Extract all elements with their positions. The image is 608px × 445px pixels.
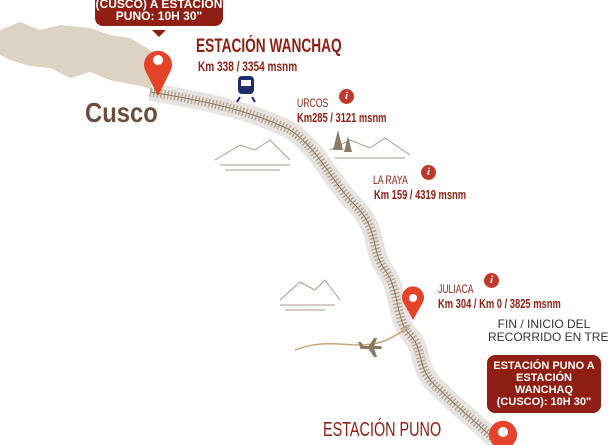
station-urcos-name: URCOS (297, 96, 329, 110)
station-juliaca-name: JULIACA (438, 282, 474, 296)
cusco-region (0, 22, 170, 90)
bubble-line: PUNO: 10H 30" (115, 9, 203, 23)
station-wanchaq-name: ESTACIÓN WANCHAQ (196, 36, 342, 57)
end-duration-bubble: ESTACIÓN PUNO A ESTACIÓN WANCHAQ (CUSCO)… (487, 355, 601, 413)
mountains-icon (214, 137, 411, 311)
station-wanchaq-detail: Km 338 / 3354 msnm (198, 58, 298, 74)
end-note-line: RECORRIDO EN TREN (488, 330, 608, 344)
bubble-line: ESTACIÓN WANCHAQ (514, 372, 574, 396)
station-juliaca-detail: Km 304 / Km 0 / 3825 msnm (438, 296, 561, 311)
trees-icon (333, 130, 352, 152)
city-label: Cusco (85, 97, 158, 128)
train-icon (236, 76, 256, 103)
bubble-line: ESTACIÓN PUNO A (493, 360, 595, 372)
pin-juliaca-icon (402, 286, 424, 320)
railway-rails (149, 91, 501, 445)
end-note: FIN / INICIO DEL RECORRIDO EN TREN (488, 317, 608, 344)
end-note-line: FIN / INICIO DEL (497, 317, 591, 331)
start-duration-bubble: (CUSCO) A ESTACIÓN PUNO: 10H 30" (95, 0, 223, 26)
bubble-pointer (152, 30, 166, 44)
airplane-icon (358, 338, 382, 357)
station-la-raya-detail: Km 159 / 4319 msnm (374, 187, 467, 202)
railway-track (149, 87, 504, 445)
bubble-line: (CUSCO) A ESTACIÓN (95, 0, 223, 11)
station-la-raya-name: LA RAYA (373, 173, 408, 187)
flight-path (294, 324, 411, 351)
bubble-line: (CUSCO): 10H 30" (496, 396, 592, 408)
info-urcos-icon[interactable]: i (339, 89, 354, 104)
pin-puno-icon (489, 420, 517, 445)
pin-cusco-icon (144, 50, 173, 96)
info-la-raya-icon[interactable]: i (421, 165, 436, 180)
station-puno-name: ESTACIÓN PUNO (323, 419, 442, 441)
info-juliaca-icon[interactable]: i (484, 273, 499, 288)
station-urcos-detail: Km285 / 3121 msnm (297, 110, 387, 125)
